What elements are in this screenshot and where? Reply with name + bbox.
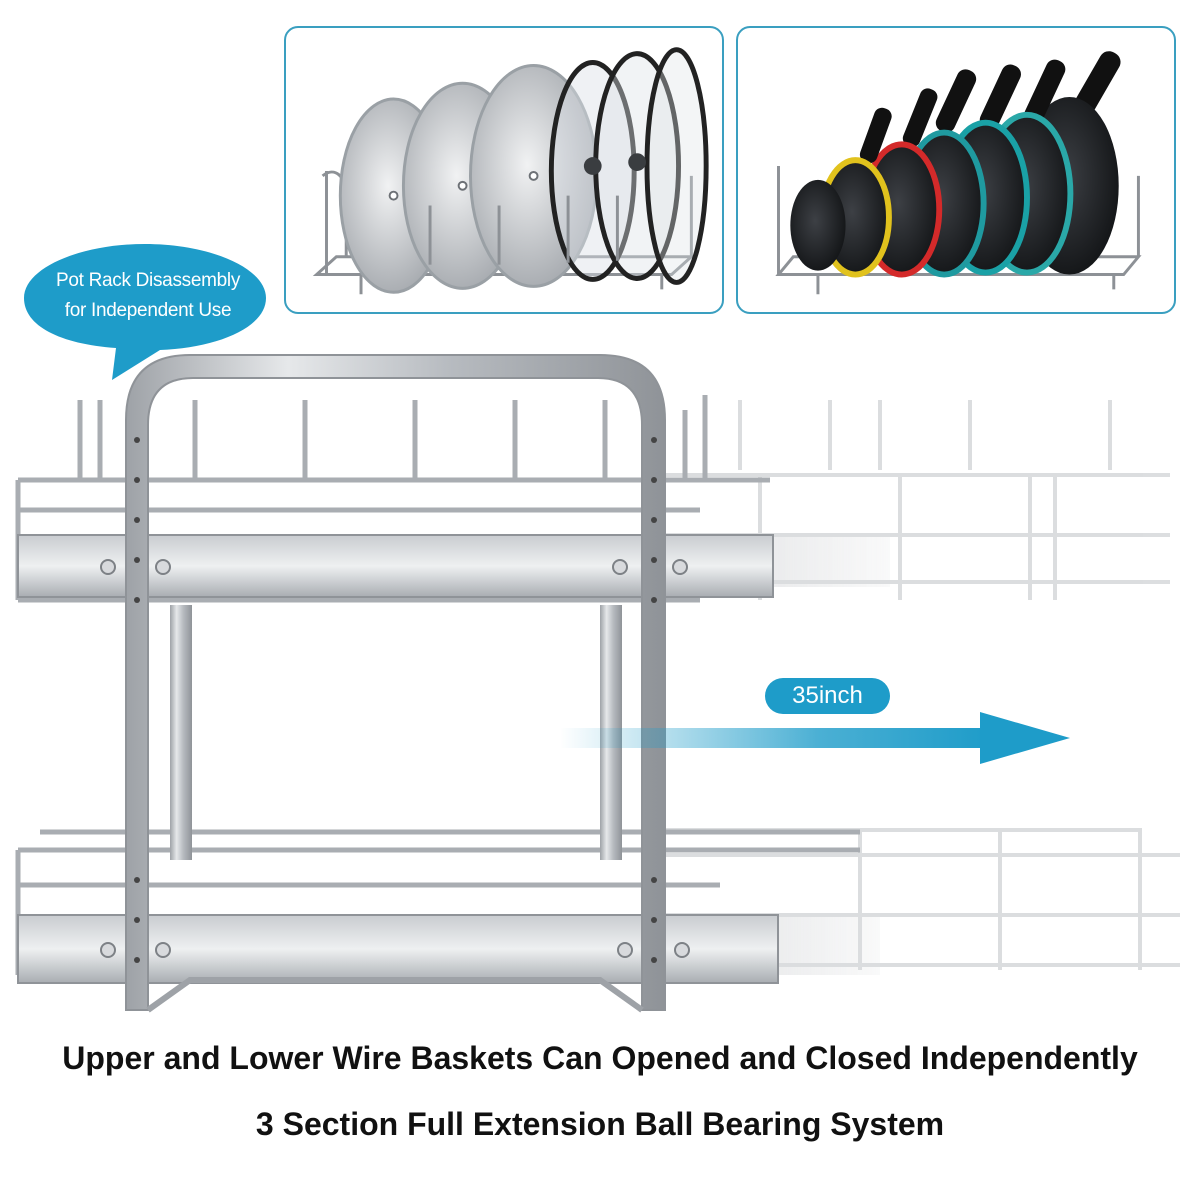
pull-out-rack-illustration xyxy=(15,354,1180,1013)
extension-arrow xyxy=(560,712,1070,764)
main-frame xyxy=(125,354,666,1011)
speech-bubble-shape xyxy=(24,244,266,380)
inner-support-posts xyxy=(170,605,622,860)
lid-rack-inset xyxy=(284,26,724,314)
lid-rack-image xyxy=(312,47,709,295)
pan-set xyxy=(790,51,1121,278)
upper-basket-wires xyxy=(15,395,770,603)
extension-length-badge: 35inch xyxy=(765,678,890,714)
caption-line-2: 3 Section Full Extension Ball Bearing Sy… xyxy=(255,1106,945,1142)
pan-rack-image xyxy=(775,51,1142,295)
callout-line-2: for Independent Use xyxy=(64,300,232,321)
disassembly-callout: Pot Rack Disassembly for Independent Use xyxy=(20,240,270,380)
callout-line-1: Pot Rack Disassembly xyxy=(55,270,241,291)
frame-holes xyxy=(134,437,657,963)
caption-line-1: Upper and Lower Wire Baskets Can Opened … xyxy=(62,1040,1138,1076)
pan-rack-inset xyxy=(736,26,1176,314)
